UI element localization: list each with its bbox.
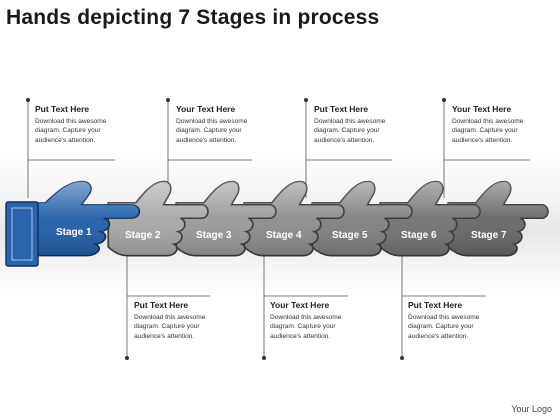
callout-bottom-1: Put Text Here Download this awesome diag… [134, 300, 229, 341]
callout-title: Put Text Here [134, 300, 189, 310]
callout-title: Your Text Here [452, 104, 512, 114]
page-title: Hands depicting 7 Stages in process [6, 6, 380, 29]
callout-top-3: Put Text Here Download this awesome diag… [314, 104, 409, 145]
connector-dot [26, 98, 30, 102]
stage-7-label: Stage 7 [471, 230, 507, 241]
connector-dot [304, 98, 308, 102]
stage-4-label: Stage 4 [266, 230, 302, 241]
callout-body: Download this awesome diagram. Capture y… [270, 314, 342, 340]
callout-body: Download this awesome diagram. Capture y… [176, 118, 248, 144]
stage-1-cuff [5, 201, 39, 267]
top-connector-dots [26, 98, 446, 102]
connector-dot [125, 356, 129, 360]
callout-title: Put Text Here [35, 104, 90, 114]
callout-top-4: Your Text Here Download this awesome dia… [452, 104, 547, 145]
connector-dot [442, 98, 446, 102]
callout-bottom-2: Your Text Here Download this awesome dia… [270, 300, 365, 341]
logo-text: Your Logo [511, 404, 552, 414]
stage-1-cuff-inner [11, 207, 33, 261]
bottom-connectors [126, 255, 486, 358]
stage-6-label: Stage 6 [401, 230, 437, 241]
connector-dot [166, 98, 170, 102]
stage-1-cuff-shape [5, 201, 39, 267]
stage-5-label: Stage 5 [332, 230, 368, 241]
stage-1-label: Stage 1 [56, 227, 92, 238]
callout-body: Download this awesome diagram. Capture y… [314, 118, 386, 144]
stage-3-label: Stage 3 [196, 230, 232, 241]
stage-labels: Stage 1 Stage 2 Stage 3 Stage 4 Stage 5 … [56, 227, 507, 241]
callout-title: Your Text Here [270, 300, 330, 310]
stage-2-label: Stage 2 [125, 230, 161, 241]
callout-title: Put Text Here [314, 104, 369, 114]
callout-body: Download this awesome diagram. Capture y… [35, 118, 107, 144]
bottom-connector-dots [125, 356, 404, 360]
callout-body: Download this awesome diagram. Capture y… [134, 314, 206, 340]
connector-dot [400, 356, 404, 360]
top-connectors [27, 100, 530, 198]
callout-title: Put Text Here [408, 300, 463, 310]
callout-top-2: Your Text Here Download this awesome dia… [176, 104, 271, 145]
connector-dot [262, 356, 266, 360]
hand-sequence [5, 180, 549, 267]
callout-bottom-3: Put Text Here Download this awesome diag… [408, 300, 503, 341]
callout-body: Download this awesome diagram. Capture y… [408, 314, 480, 340]
callout-top-1: Put Text Here Download this awesome diag… [35, 104, 130, 145]
callout-title: Your Text Here [176, 104, 236, 114]
callout-body: Download this awesome diagram. Capture y… [452, 118, 524, 144]
